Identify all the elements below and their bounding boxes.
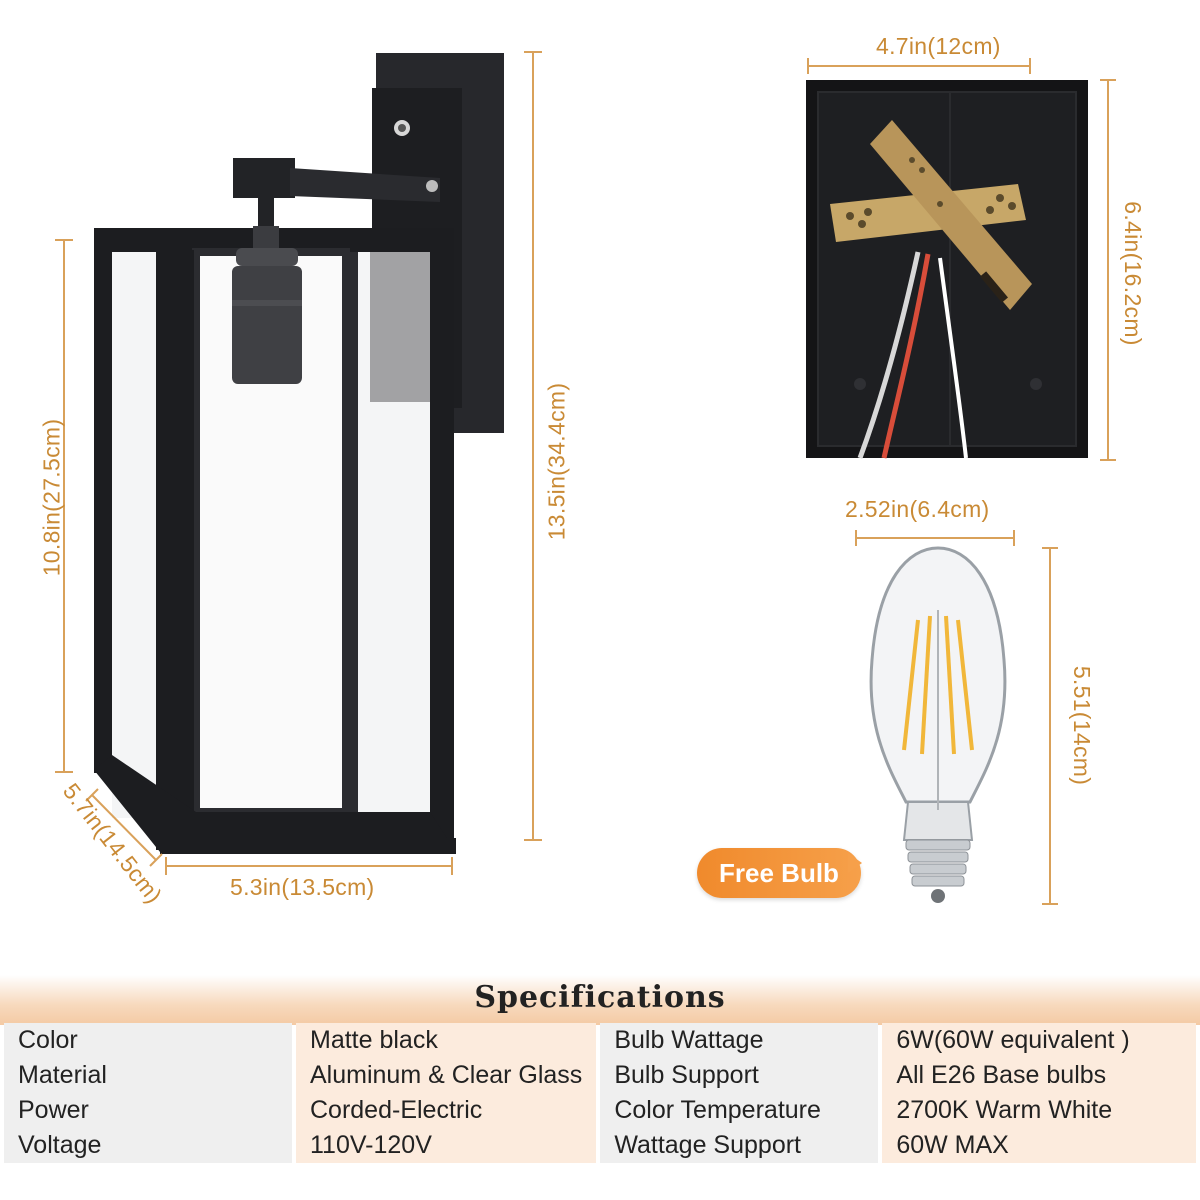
specifications-title: Specifications	[474, 980, 726, 1015]
bulb-height-label: 5.51(14cm)	[1069, 665, 1096, 786]
table-row: Voltage 110V-120V Wattage Support 60W MA…	[4, 1128, 1196, 1163]
plate-height-label: 6.4in(16.2cm)	[1119, 201, 1146, 346]
table-row: Material Aluminum & Clear Glass Bulb Sup…	[4, 1058, 1196, 1093]
spec-value: 2700K Warm White	[882, 1093, 1196, 1128]
spec-key: Voltage	[4, 1128, 292, 1163]
bulb-width-label: 2.52in(6.4cm)	[845, 496, 990, 522]
spec-value: Corded-Electric	[296, 1093, 597, 1128]
free-bulb-badge: Free Bulb	[697, 848, 861, 898]
specifications-table: Color Matte black Bulb Wattage 6W(60W eq…	[0, 1023, 1200, 1163]
specifications-header-band	[0, 975, 1200, 1025]
spec-key: Bulb Wattage	[600, 1023, 879, 1058]
spec-value: 110V-120V	[296, 1128, 597, 1163]
spec-key: Power	[4, 1093, 292, 1128]
spec-key: Color	[4, 1023, 292, 1058]
wall-lantern-illustration	[94, 53, 504, 854]
table-row: Color Matte black Bulb Wattage 6W(60W eq…	[4, 1023, 1196, 1058]
spec-value: 6W(60W equivalent )	[882, 1023, 1196, 1058]
spec-value: Aluminum & Clear Glass	[296, 1058, 597, 1093]
lamp-total-height-label: 13.5in(34.4cm)	[543, 382, 570, 541]
spec-value: 60W MAX	[882, 1128, 1196, 1163]
badge-tail	[848, 853, 862, 873]
plate-width-label: 4.7in(12cm)	[876, 33, 1001, 59]
free-bulb-label: Free Bulb	[719, 857, 839, 888]
spec-value: All E26 Base bulbs	[882, 1058, 1196, 1093]
spec-key: Material	[4, 1058, 292, 1093]
mounting-plate-photo	[806, 80, 1088, 459]
lamp-dimension-lines	[55, 51, 1116, 905]
lamp-body-height-label: 10.8in(27.5cm)	[38, 418, 65, 577]
spec-key: Color Temperature	[600, 1093, 879, 1128]
spec-value: Matte black	[296, 1023, 597, 1058]
spec-key: Wattage Support	[600, 1128, 879, 1163]
spec-key: Bulb Support	[600, 1058, 879, 1093]
lamp-width-label: 5.3in(13.5cm)	[230, 874, 375, 900]
edison-bulb-illustration	[869, 546, 1007, 903]
table-row: Power Corded-Electric Color Temperature …	[4, 1093, 1196, 1128]
